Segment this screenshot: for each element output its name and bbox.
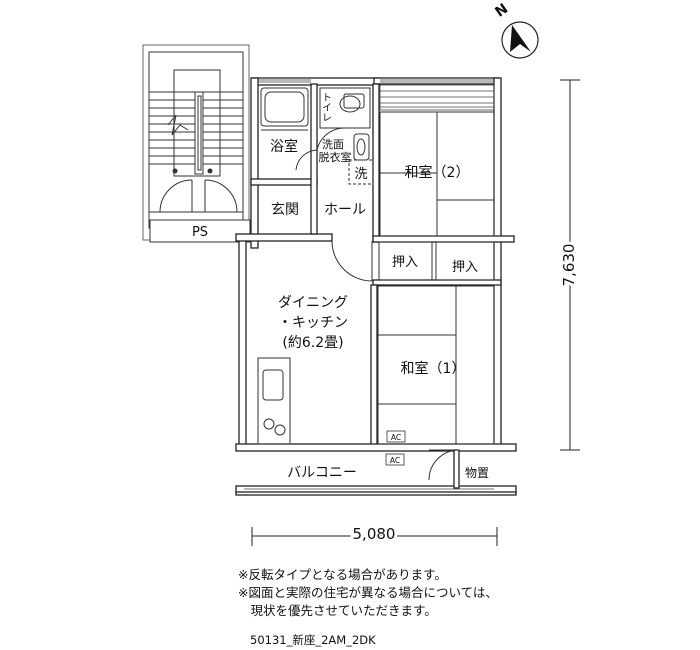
height-dimension bbox=[560, 79, 580, 451]
width-dimension bbox=[251, 527, 498, 546]
washitsu1-tatami bbox=[377, 285, 495, 445]
ac-units: AC AC bbox=[385, 430, 406, 466]
toilet-label: トイレ bbox=[320, 92, 332, 122]
dk-label-line1: ダイニング bbox=[278, 295, 348, 311]
closet-right-label: 押入 bbox=[452, 260, 478, 275]
ps-label: PS bbox=[192, 225, 208, 240]
closet-left-label: 押入 bbox=[392, 255, 418, 270]
washer-label: 洗 bbox=[354, 167, 367, 182]
closets bbox=[378, 241, 495, 281]
note-priority: 現状を優先させていただきます。 bbox=[238, 603, 437, 618]
entrance-label: 玄関 bbox=[271, 201, 299, 218]
windows bbox=[244, 79, 495, 490]
doors bbox=[331, 240, 460, 481]
washitsu2-label: 和室（2） bbox=[405, 164, 470, 181]
ps-box: PS bbox=[149, 219, 251, 243]
washitsu1-label: 和室（1） bbox=[401, 360, 466, 377]
note-discrepancy: ※図面と実際の住宅が異なる場合については、 bbox=[238, 585, 498, 600]
washroom-label-line1: 洗面 bbox=[322, 138, 344, 151]
washitsu2-tatami bbox=[379, 111, 495, 237]
height-dimension-label: 7,630 bbox=[560, 244, 578, 287]
kitchen-counter bbox=[257, 357, 291, 445]
plan-code: 50131_新座_2AM_2DK bbox=[250, 633, 376, 647]
washroom-label-line2: 脱衣室 bbox=[319, 150, 352, 164]
compass-north-label: N bbox=[492, 1, 511, 21]
compass: N bbox=[492, 1, 539, 59]
balcony-label: バルコニー bbox=[287, 465, 357, 481]
bath-label: 浴室 bbox=[270, 138, 298, 155]
walls bbox=[235, 77, 517, 496]
note-reversed: ※反転タイプとなる場合があります。 bbox=[238, 567, 447, 582]
storage-label: 物置 bbox=[465, 466, 489, 480]
stairwell bbox=[142, 44, 250, 241]
ac-label-1: AC bbox=[391, 433, 401, 442]
hall-label: ホール bbox=[324, 202, 366, 218]
ac-label-2: AC bbox=[390, 456, 400, 465]
width-dimension-label: 5,080 bbox=[353, 525, 396, 543]
dk-label-line3: (約6.2畳) bbox=[282, 335, 343, 351]
dk-label-line2: ・キッチン bbox=[278, 315, 348, 331]
wet-area bbox=[260, 87, 374, 185]
room-labels: 浴室 トイレ 洗面 脱衣室 洗 玄関 ホール 和室（2） 押入 押入 ダイニング… bbox=[270, 92, 489, 481]
